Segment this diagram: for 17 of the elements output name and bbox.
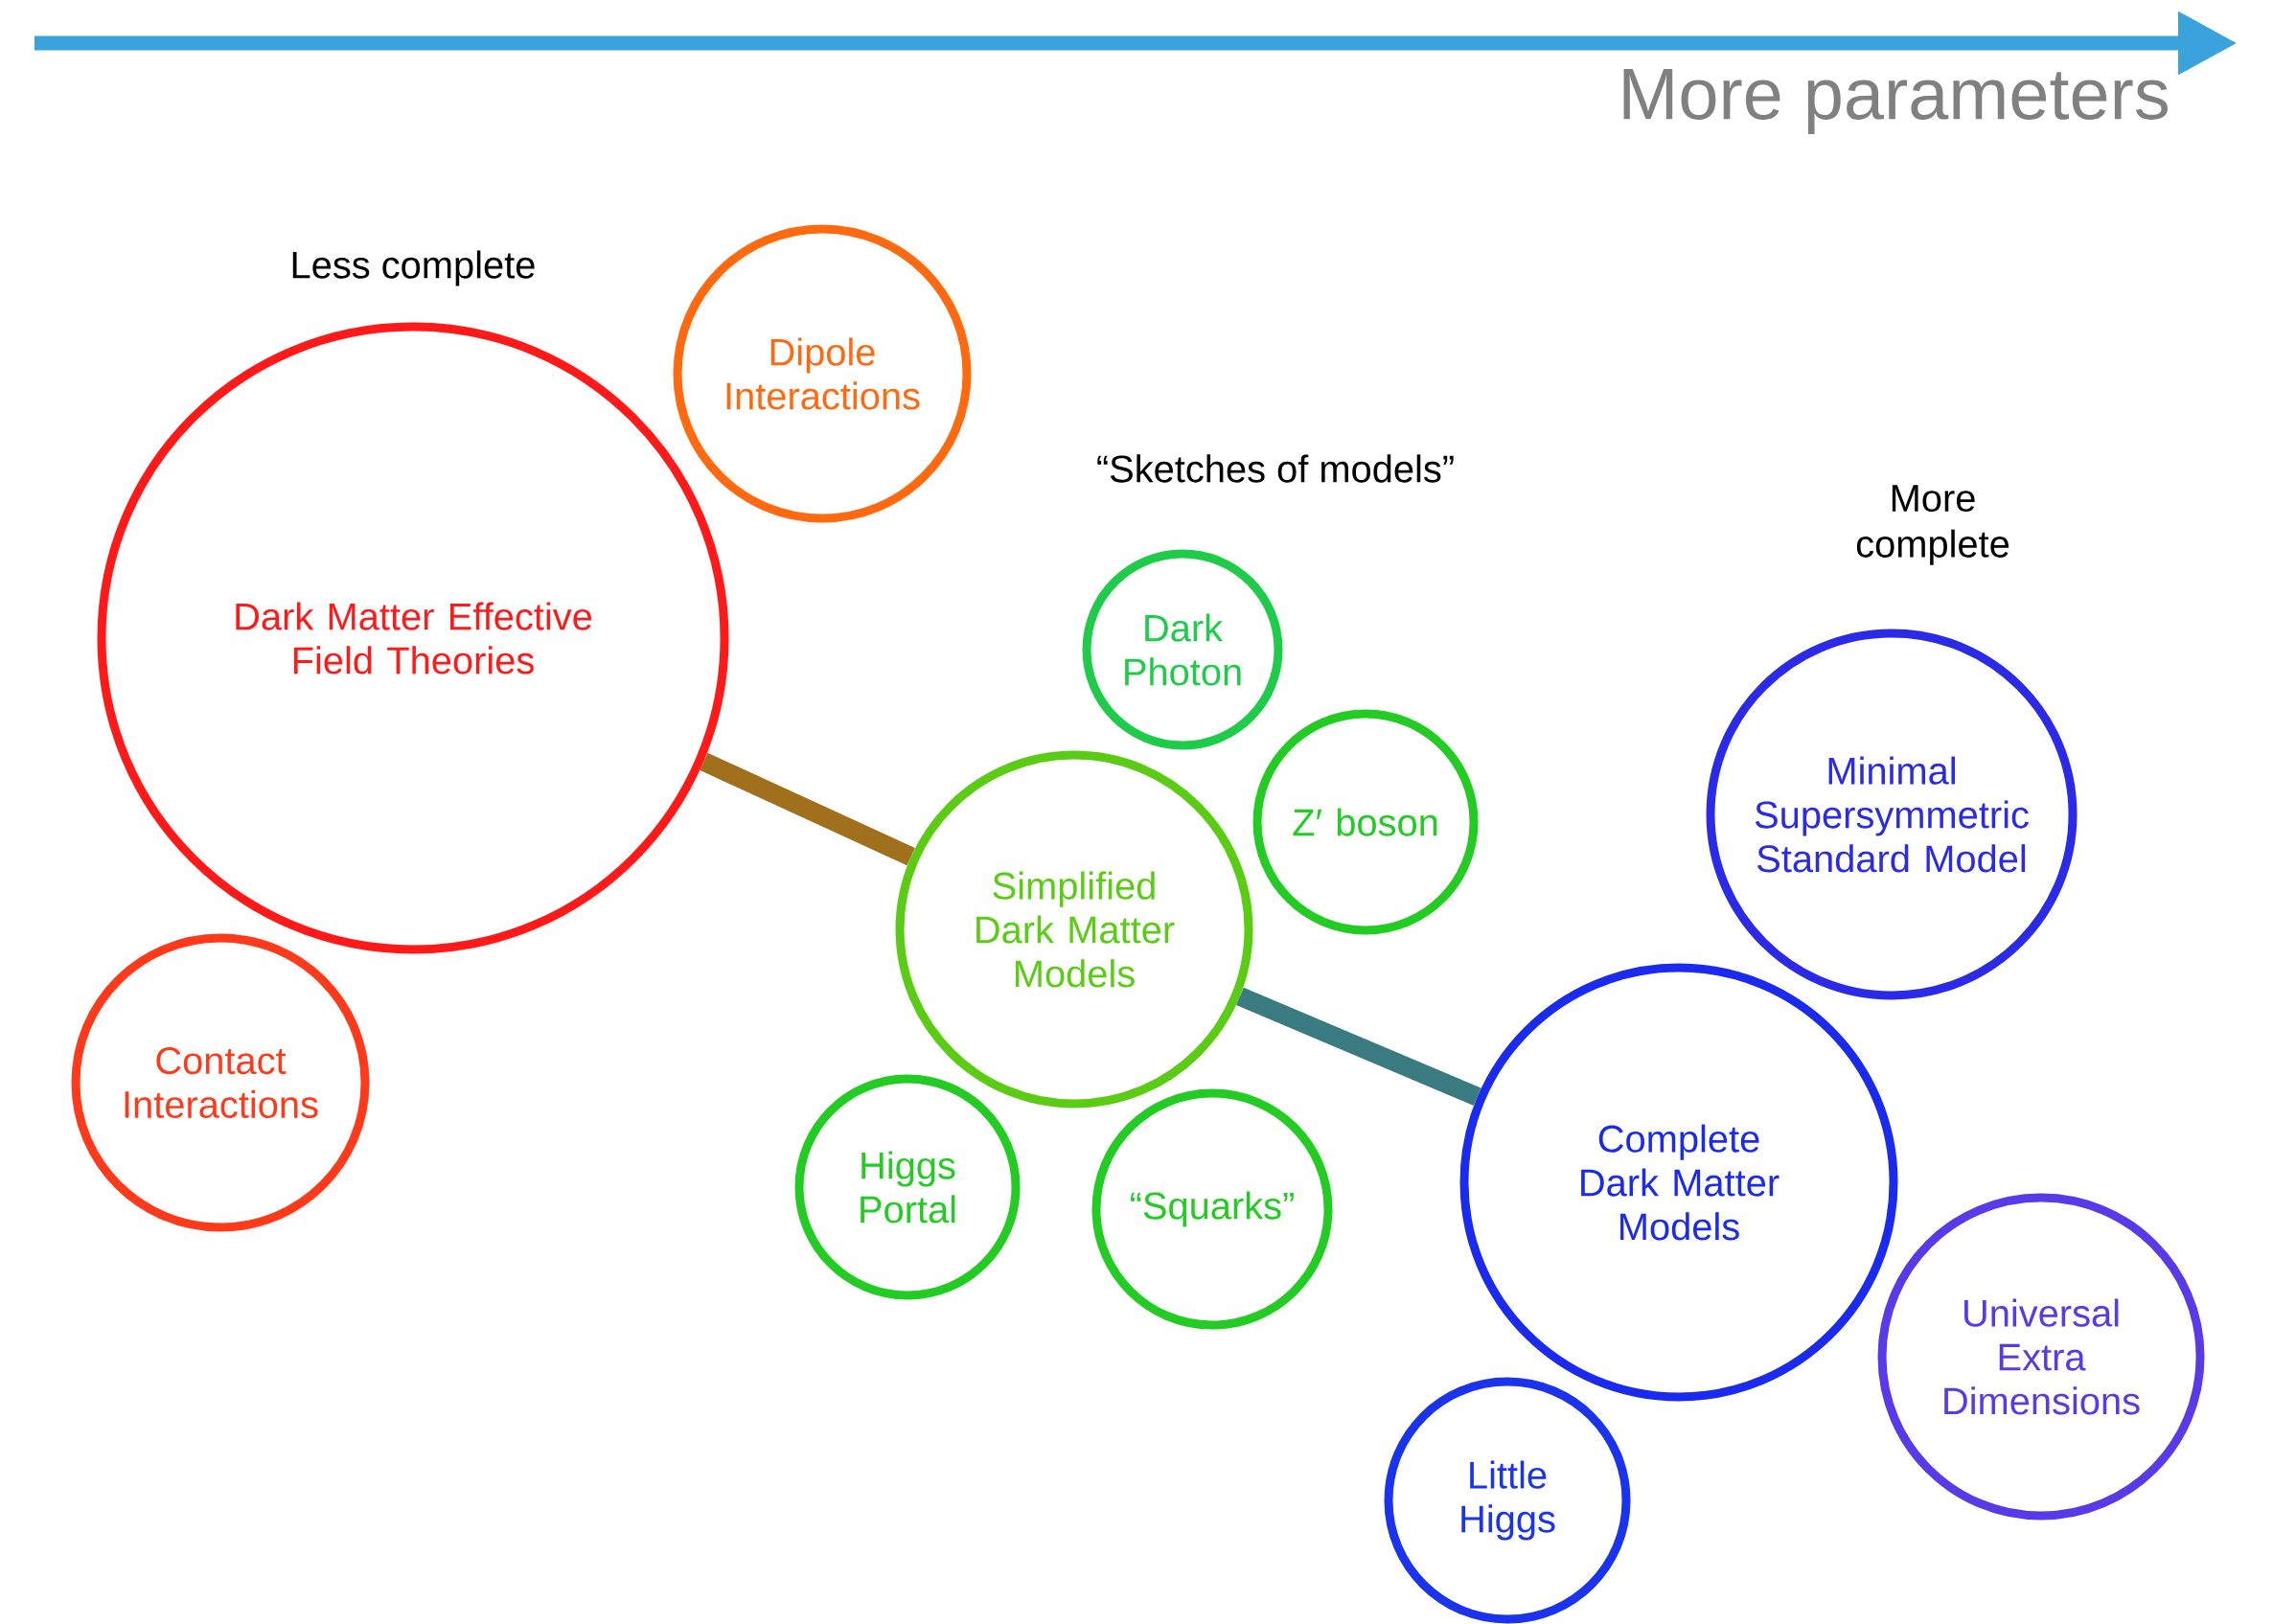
circle-node: “Squarks” <box>1091 1088 1333 1330</box>
connector-line <box>700 752 915 866</box>
circle-node: Z′ boson <box>1252 709 1479 935</box>
group-label: “Sketches of models” <box>1097 454 1454 483</box>
circle-node: Simplified Dark Matter Models <box>895 750 1253 1109</box>
circle-node: Higgs Portal <box>794 1074 1021 1300</box>
circle-node: Contact Interactions <box>71 933 370 1232</box>
circle-node: Minimal Supersymmetric Standard Model <box>1706 629 2078 1000</box>
circle-node: Universal Extra Dimensions <box>1877 1193 2205 1521</box>
group-label: Less complete <box>292 250 535 286</box>
axis-label: More parameters <box>1623 69 2168 134</box>
connector-line <box>1236 987 1481 1106</box>
group-label: More complete <box>1856 485 2009 565</box>
circle-node: Dipole Interactions <box>673 224 972 523</box>
circle-node: Little Higgs <box>1384 1377 1631 1624</box>
circle-node: Complete Dark Matter Models <box>1459 963 1898 1402</box>
circle-node: Dark Photon <box>1082 549 1283 750</box>
